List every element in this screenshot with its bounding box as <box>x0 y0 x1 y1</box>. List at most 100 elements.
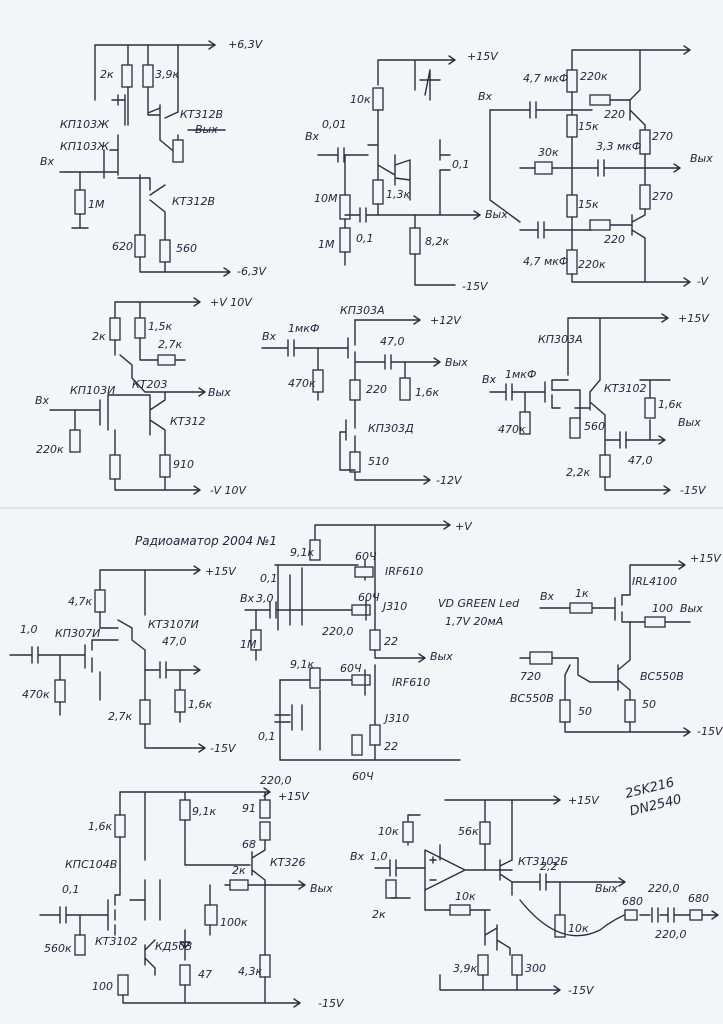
label-q3: КТ312 <box>170 415 206 428</box>
label-r1: 1,6к <box>88 820 112 833</box>
label-q1: IRL4100 <box>632 575 677 588</box>
resistor-r9 <box>369 724 381 746</box>
label-c1: 0,1 <box>62 883 80 896</box>
resistor-r1 <box>372 87 384 111</box>
label-r3: 1М <box>318 238 335 251</box>
label-r2: 100 <box>652 602 673 615</box>
label-c1: 1,0 <box>20 623 38 636</box>
label-vpos: +15V <box>278 790 310 803</box>
label-vneg: -V <box>697 275 710 288</box>
label-q2: КТ3107И <box>148 618 199 631</box>
label-r2: 10М <box>314 192 338 205</box>
label-q1: КП303А <box>340 304 385 317</box>
label-vneg: -15V <box>210 742 237 755</box>
resistor-r1 <box>402 821 414 843</box>
label-q2: КП103И <box>70 384 115 397</box>
label-r8: 100 <box>92 980 113 993</box>
resistor-r4 <box>134 234 146 258</box>
resistor-r2 <box>179 799 191 821</box>
resistor-r6 <box>477 954 489 976</box>
resistor-r5 <box>534 161 553 175</box>
resistor-r9 <box>179 964 191 986</box>
circuit-5: КП303А +12V 1мкФ Вх 47,0 Вых 470к 220 1,… <box>261 304 468 487</box>
circuit-7: +15V 4,7к КТ3107И 1,0 КП307И 47,0 470к 1… <box>9 565 237 755</box>
label-r3: 2к <box>372 908 386 921</box>
label-r5: 2к <box>232 864 246 877</box>
label-r6: 560к <box>44 942 72 955</box>
resistor-r4 <box>349 451 361 473</box>
label-c1: 1,0 <box>370 850 388 863</box>
resistor-r3 <box>399 377 411 401</box>
label-r9: 220к <box>578 258 606 271</box>
label-r4: 1,3к <box>386 188 410 201</box>
resistor-r2 <box>569 417 581 439</box>
label-out: Вых <box>690 152 713 165</box>
resistor-r2 <box>142 64 154 88</box>
circuit-9: +15V Вх 1к IRL4100 100 Вых 720 BC550B BC… <box>510 552 723 738</box>
part-note: 2SK216 DN2540 <box>624 775 683 819</box>
label-out: Вых <box>195 123 218 136</box>
label-q4: J310 <box>383 712 409 725</box>
label-r10: 4,3к <box>238 965 262 978</box>
label-r6: 270 <box>652 190 673 203</box>
resistor-r2 <box>644 616 666 628</box>
label-vneg: -15V <box>697 725 723 738</box>
resistor-r2 <box>54 679 66 703</box>
label-vpos: +15V <box>690 552 722 565</box>
label-q1: IRF610 <box>385 565 423 578</box>
label-q3: КТ312В <box>180 108 223 121</box>
circuit-2: +15V 10к Вх 0,01 0,1 10М 1,3к Вых 1М 0,1… <box>305 50 508 293</box>
label-out: Вых <box>310 882 333 895</box>
label-r10: 60Ч <box>352 770 374 783</box>
label-r7: 300 <box>525 962 546 975</box>
label-q1: КТ3102Б <box>518 855 568 868</box>
label-vneg: -12V <box>436 474 463 487</box>
sheet-title: Радиоаматор 2004 №1 <box>135 534 277 548</box>
label-in: Вх <box>350 850 365 863</box>
label-r5: 10к <box>568 922 589 935</box>
label-out: Вых <box>680 602 703 615</box>
label-r2: 470к <box>22 688 50 701</box>
label-q3: BC550B <box>510 692 554 705</box>
label-r4: 270 <box>652 130 673 143</box>
label-vpos: +V 10V <box>210 296 253 309</box>
label-c3: 220,0 <box>648 882 680 895</box>
label-r4: 10к <box>455 890 476 903</box>
label-q1: КП103Ж <box>60 118 110 131</box>
label-out: Вых <box>430 650 453 663</box>
resistor-r3 <box>259 799 271 819</box>
label-q2: BC550B <box>640 670 684 683</box>
label-r8: 60Ч <box>340 662 362 675</box>
label-r1: 1к <box>575 587 589 600</box>
label-out: Вых <box>445 356 468 369</box>
resistor-r3 <box>529 651 553 665</box>
resistor-r1 <box>519 411 531 435</box>
resistor-r8 <box>117 974 129 996</box>
resistor-r3 <box>589 94 611 106</box>
label-r0: 220,0 <box>260 774 292 787</box>
resistor-r1 <box>121 64 133 88</box>
label-r4: 1М <box>240 638 257 651</box>
resistor-r2 <box>479 821 491 845</box>
label-c2: 0,1 <box>356 232 374 245</box>
label-in: Вх <box>482 373 497 386</box>
resistor-r7 <box>566 194 578 218</box>
label-vneg: -15V <box>318 997 345 1010</box>
resistor-r5 <box>409 227 421 255</box>
resistor-r10 <box>351 734 363 756</box>
label-r2: 560 <box>584 420 605 433</box>
resistor-r4 <box>259 821 271 841</box>
label-vneg: -V 10V <box>210 484 248 497</box>
resistor-r8 <box>589 219 611 231</box>
label-c3: 0,1 <box>258 730 276 743</box>
label-q2: J310 <box>381 600 407 613</box>
label-c4: 220,0 <box>655 928 687 941</box>
label-out: Вых <box>678 416 701 429</box>
resistor-r1 <box>566 69 578 93</box>
label-r2: 1,5к <box>148 320 172 333</box>
label-r3: 1,6к <box>415 386 439 399</box>
label-q1: КП303А <box>538 333 583 346</box>
circuit-3: 4,7 мкФ 220к Вх 220 15к 270 30к 3,3 мкФ … <box>478 45 713 288</box>
label-q3: КТ3102 <box>95 935 138 948</box>
